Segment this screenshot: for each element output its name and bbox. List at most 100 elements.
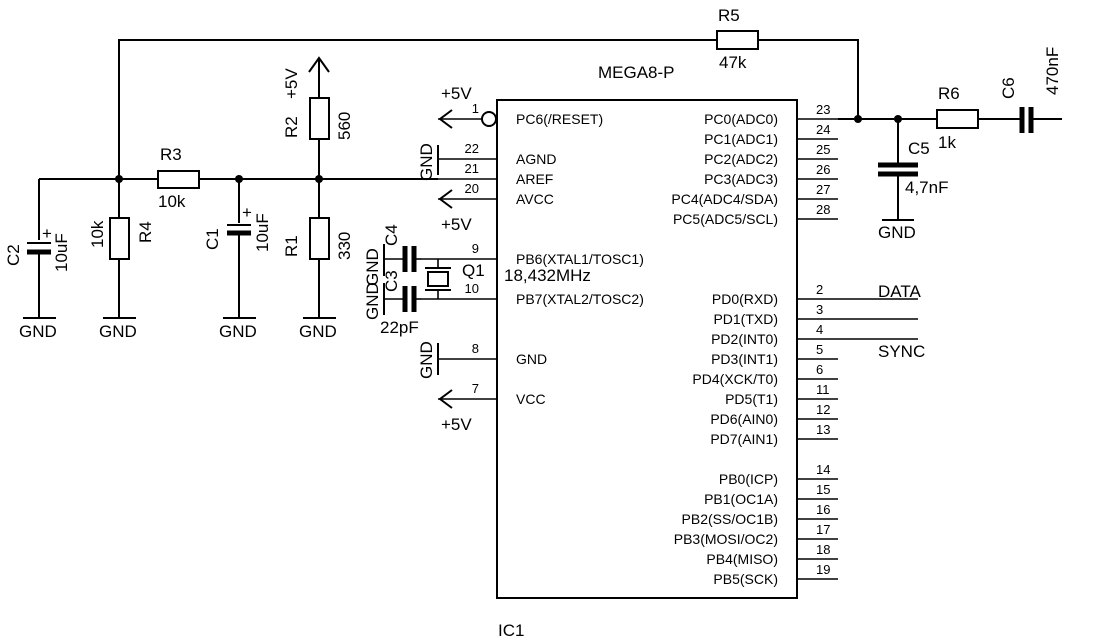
pin-number: 28: [816, 202, 830, 217]
pin-name: PC4(ADC4/SDA): [671, 191, 778, 207]
pin-number: 3: [816, 302, 823, 317]
pin-name: PC1(ADC1): [704, 131, 778, 147]
pin-name: PD7(AIN1): [710, 431, 778, 447]
pin-name: PC2(ADC2): [704, 151, 778, 167]
right-pin-numbers: 23 24 25 26 27 28 2 3 4 5 6 11 12 13 14 …: [816, 102, 830, 577]
c2-ref: C2: [4, 244, 23, 266]
resistor-r5: R5 47k: [716, 6, 759, 72]
pin-number: 26: [816, 162, 830, 177]
capacitor-c2: + C2 10uF: [4, 179, 71, 318]
pin-name: PB1(OC1A): [704, 491, 778, 507]
c2-polarity: +: [42, 224, 52, 243]
pin-number: 20: [465, 181, 479, 196]
pin-name: GND: [516, 351, 547, 367]
r4-value: 10k: [88, 220, 107, 248]
capacitor-c4: C4 GND: [363, 224, 421, 286]
data-line: DATA: [838, 282, 921, 301]
ic-ref: IC1: [498, 621, 524, 640]
r3-ref: R3: [160, 145, 182, 164]
right-pins: [797, 118, 838, 580]
c5-value: 4,7nF: [905, 178, 948, 197]
pin-name: PB6(XTAL1/TOSC1): [516, 251, 644, 267]
gnd-symbol-agnd: GND: [417, 143, 439, 181]
r5-value: 47k: [719, 53, 747, 72]
left-pin-names: PC6(/RESET) AGND AREF AVCC PB6(XTAL1/TOS…: [516, 111, 644, 407]
pin-number: 17: [816, 522, 830, 537]
capacitor-c3: C3 GND 22pF: [363, 270, 421, 337]
pin-number: 16: [816, 502, 830, 517]
pin-name: PD4(XCK/T0): [692, 371, 778, 387]
pin-number: 6: [816, 362, 823, 377]
vcc-label: +5V: [441, 415, 472, 434]
pin-number: 22: [465, 141, 479, 156]
c6-ref: C6: [999, 77, 1018, 99]
pin-name: PB0(ICP): [719, 471, 778, 487]
gnd-label: GND: [99, 322, 137, 341]
gnd-label: GND: [363, 248, 382, 286]
q1-value: 18,432MHz: [504, 266, 591, 285]
r2-ref: R2: [282, 116, 301, 138]
pin-number: 23: [816, 102, 830, 117]
gnd-symbols-bottom: GND GND GND GND: [19, 317, 337, 341]
capacitor-c1: + C1 10uF: [203, 179, 272, 318]
vcc-arrow-reset: +5V: [438, 84, 472, 129]
r6-value: 1k: [938, 133, 956, 152]
vcc-label: +5V: [441, 215, 472, 234]
ic-part-name: MEGA8-P: [598, 63, 675, 82]
c6-value: 470nF: [1043, 47, 1062, 95]
r1-value: 330: [335, 232, 354, 260]
capacitor-c5: C5 4,7nF GND: [878, 119, 948, 242]
pin-number: 12: [816, 402, 830, 417]
pin-number: 21: [465, 161, 479, 176]
pin-name: PC5(ADC5/SCL): [673, 211, 778, 227]
ic-body: [496, 99, 798, 599]
left-pins: [438, 118, 497, 400]
sync-line: SYNC: [838, 338, 925, 361]
pin-number: 10: [465, 281, 479, 296]
gnd-symbol-pin8: GND: [417, 341, 439, 379]
data-label: DATA: [878, 282, 921, 301]
c2-value: 10uF: [52, 233, 71, 272]
c1-polarity: +: [242, 203, 252, 222]
r6-ref: R6: [938, 84, 960, 103]
pin-name: PB5(SCK): [713, 571, 778, 587]
pin-number: 7: [472, 381, 479, 396]
pin-number: 11: [816, 382, 830, 397]
pin-name: PB2(SS/OC1B): [682, 511, 778, 527]
pin-name: PD0(RXD): [712, 291, 778, 307]
r3-value: 10k: [158, 192, 186, 211]
r1-ref: R1: [282, 235, 301, 257]
gnd-label: GND: [363, 282, 382, 320]
pin-name: PC6(/RESET): [516, 111, 603, 127]
pin-number: 18: [816, 542, 830, 557]
vcc-arrow-vcc: +5V: [438, 389, 472, 434]
pin-number: 5: [816, 342, 823, 357]
pin-name: PB3(MOSI/OC2): [674, 531, 778, 547]
c5-ref: C5: [908, 139, 930, 158]
r2-value: 560: [335, 112, 354, 140]
pin-number: 25: [816, 142, 830, 157]
pin-name: PD5(T1): [725, 391, 778, 407]
pin-number: 2: [816, 282, 823, 297]
c1-ref: C1: [203, 228, 222, 250]
pin-name: PD6(AIN0): [710, 411, 778, 427]
pin-name: VCC: [516, 391, 546, 407]
pin-name: PB7(XTAL2/TOSC2): [516, 291, 644, 307]
resistor-r6: R6 1k: [936, 84, 1020, 152]
pin-name: PD2(INT0): [711, 331, 778, 347]
pin-name: PC0(ADC0): [704, 111, 778, 127]
pin-name: PD3(INT1): [711, 351, 778, 367]
pin-name: PB4(MISO): [706, 551, 778, 567]
gnd-label: GND: [878, 223, 916, 242]
pin-number: 14: [816, 462, 830, 477]
gnd-label: GND: [299, 322, 337, 341]
right-pin-names: PC0(ADC0) PC1(ADC1) PC2(ADC2) PC3(ADC3) …: [671, 111, 778, 587]
gnd-label: GND: [417, 341, 436, 379]
pin-number: 9: [472, 241, 479, 256]
c1-value: 10uF: [253, 213, 272, 252]
pin-number: 24: [816, 122, 830, 137]
pin-name: PC3(ADC3): [704, 171, 778, 187]
resistor-r2: +5V R2 560: [282, 56, 354, 179]
gnd-label: GND: [19, 322, 57, 341]
resistor-r3: R3 10k: [157, 145, 200, 211]
